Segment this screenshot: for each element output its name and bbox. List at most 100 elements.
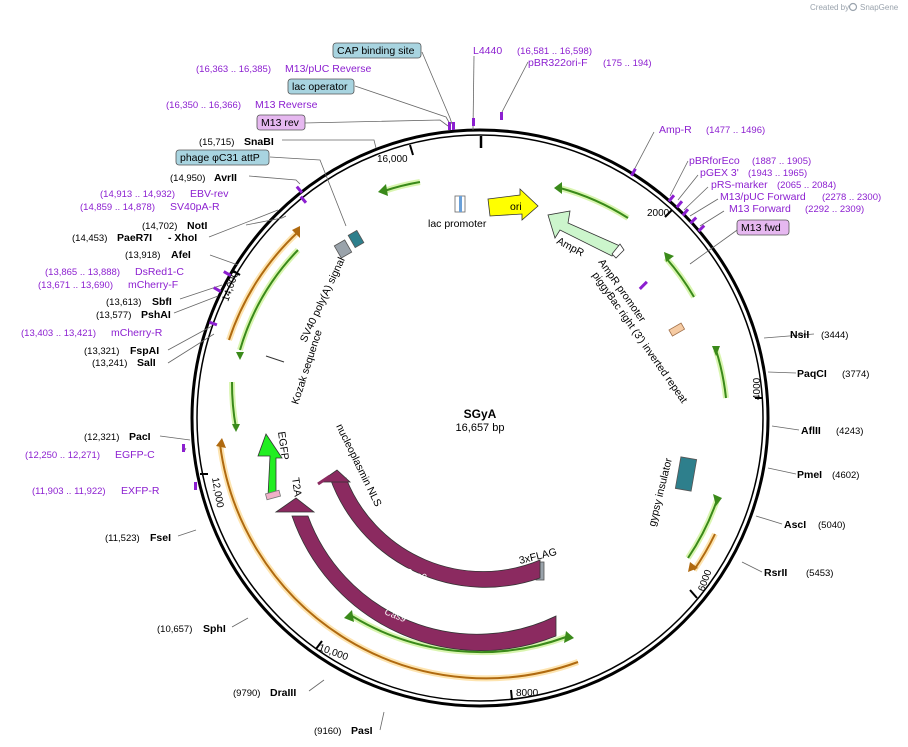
t2a-feature [264,489,282,501]
primer-m13puc-forward: M13/pUC Forward [720,191,806,203]
egfp-feature [257,433,283,497]
attp-box [175,149,270,166]
cap-binding-site-label: CAP binding site [337,45,415,57]
site-paqci: PaqCI [797,368,827,380]
lac-promoter-label: lac promoter [428,218,487,230]
sv40-feature-teal [347,229,365,249]
tick-label-4000: 4000 [752,377,763,400]
sv40-label: SV40 poly(A) signal [298,256,348,345]
site-afei-pos: (13,918) [125,250,160,261]
m13-rev-label: M13 rev [261,117,300,129]
site-sbfi-pos: (13,613) [106,297,141,308]
m13-fwd-label: M13 fwd [741,222,781,234]
site-paqci-pos: (3774) [842,369,869,380]
primer-sv40pa-r: SV40pA-R [170,201,220,213]
primer-l4440-pos: (16,581 .. 16,598) [517,46,592,57]
kozak-tick [265,355,285,363]
plasmid-length: 16,657 bp [456,422,505,434]
backbone-inner [196,134,764,702]
piggybac-feature [668,322,686,337]
site-pshai: PshAI [141,309,171,321]
lac-operator-box [287,78,355,95]
site-pmei-pos: (4602) [832,470,859,481]
site-noti-pos: (14,702) [142,221,177,232]
primer-pbr322ori-f-pos: (175 .. 194) [603,58,652,69]
piggybac-label: piggyBac right (3') inverted repeat [590,270,690,406]
backbone-outer [190,128,770,708]
credit-prefix: Created by [810,3,849,12]
primer-amp-r: Amp-R [659,124,692,136]
primer-m13-reverse: M13 Reverse [255,99,318,111]
credit-brand: SnapGene [860,3,899,12]
primer-dsred1-c: DsRed1-C [135,266,184,278]
cap-binding-site-box [332,42,422,59]
site-pmei: PmeI [797,469,822,481]
primer-exfp-r: EXFP-R [121,485,160,497]
primer-pbrforeco-pos: (1887 .. 1905) [752,156,811,167]
primer-dsred1-c-pos: (13,865 .. 13,888) [45,267,120,278]
tick-label-16000: 16,000 [377,154,408,165]
site-snabi-pos: (15,715) [199,137,234,148]
cas9-outer-arc [291,515,557,651]
leader-lines [159,51,815,731]
primer-prs-marker: pRS-marker [711,179,768,191]
site-rsrii-pos: (5453) [806,568,833,579]
site-asci-pos: (5040) [818,520,845,531]
lac-operator-label: lac operator [292,81,348,93]
site-sali-pos: (13,241) [92,358,127,369]
primer-mcherry-f: mCherry-F [128,279,178,291]
site-sbfi: SbfI [152,296,172,308]
site-sphi: SphI [203,623,226,635]
site-pshai-pos: (13,577) [96,310,131,321]
site-avrii-pos: (14,950) [170,173,205,184]
site-snabi: SnaBI [244,136,274,148]
site-nsii-pos: (3444) [821,330,848,341]
cas9-outer-arrowhead [274,497,316,513]
site-fsei: FseI [150,532,171,544]
primer-pbr322ori-f: pBR322ori-F [528,57,588,69]
tick-label-12000: 12,000 [209,477,225,509]
lac-operator-feature [459,196,462,212]
primer-mcherry-r-pos: (13,403 .. 13,421) [21,328,96,339]
ampr-feature [547,210,621,257]
site-pasi: PasI [351,725,373,737]
primer-prs-marker-pos: (2065 .. 2084) [777,180,836,191]
primer-pbrforeco: pBRforEco [689,155,740,167]
site-paci: PacI [129,431,151,443]
site-rsrii: RsrII [764,567,787,579]
primer-pgex3-pos: (1943 .. 1965) [748,168,807,179]
primer-m13-reverse-pos: (16,350 .. 16,366) [166,100,241,111]
site-afei: AfeI [171,249,191,261]
site-sali: SalI [137,357,156,369]
primer-m13-forward: M13 Forward [729,203,791,215]
primer-markers [182,112,706,490]
site-paci-pos: (12,321) [84,432,119,443]
primer-egfp-c-pos: (12,250 .. 12,271) [25,450,100,461]
primer-m13puc-reverse: M13/pUC Reverse [285,63,372,75]
site-fspai: FspAI [130,345,159,357]
cas9-inner-arc [329,477,541,588]
primer-exfp-r-pos: (11,903 .. 11,922) [32,486,106,497]
egfp-label: EGFP [275,431,291,461]
site-fsei-pos: (11,523) [105,533,140,544]
primer-egfp-c: EGFP-C [115,449,155,461]
site-xhoi: - XhoI [168,232,197,244]
ampr-promoter-feature [611,243,625,259]
primer-mcherry-f-pos: (13,671 .. 13,690) [38,280,113,291]
m13-fwd-box [736,219,790,236]
primer-sv40pa-r-pos: (14,859 .. 14,878) [80,202,155,213]
primer-mcherry-r: mCherry-R [111,327,163,339]
nls-feature [317,474,331,486]
primer-amp-r-pos: (1477 .. 1496) [706,125,765,136]
primer-m13puc-reverse-pos: (16,363 .. 16,385) [196,64,271,75]
sv40-polyA-feature [333,239,353,259]
site-afliii-pos: (4243) [836,426,863,437]
primer-pgex3: pGEX 3' [700,167,739,179]
tick-label-8000: 8000 [516,688,539,699]
site-sphi-pos: (10,657) [157,624,192,635]
site-draiii: DraIII [270,687,296,699]
site-fspai-pos: (13,321) [84,346,119,357]
gypsy-label: gypsy insulator [646,456,675,527]
